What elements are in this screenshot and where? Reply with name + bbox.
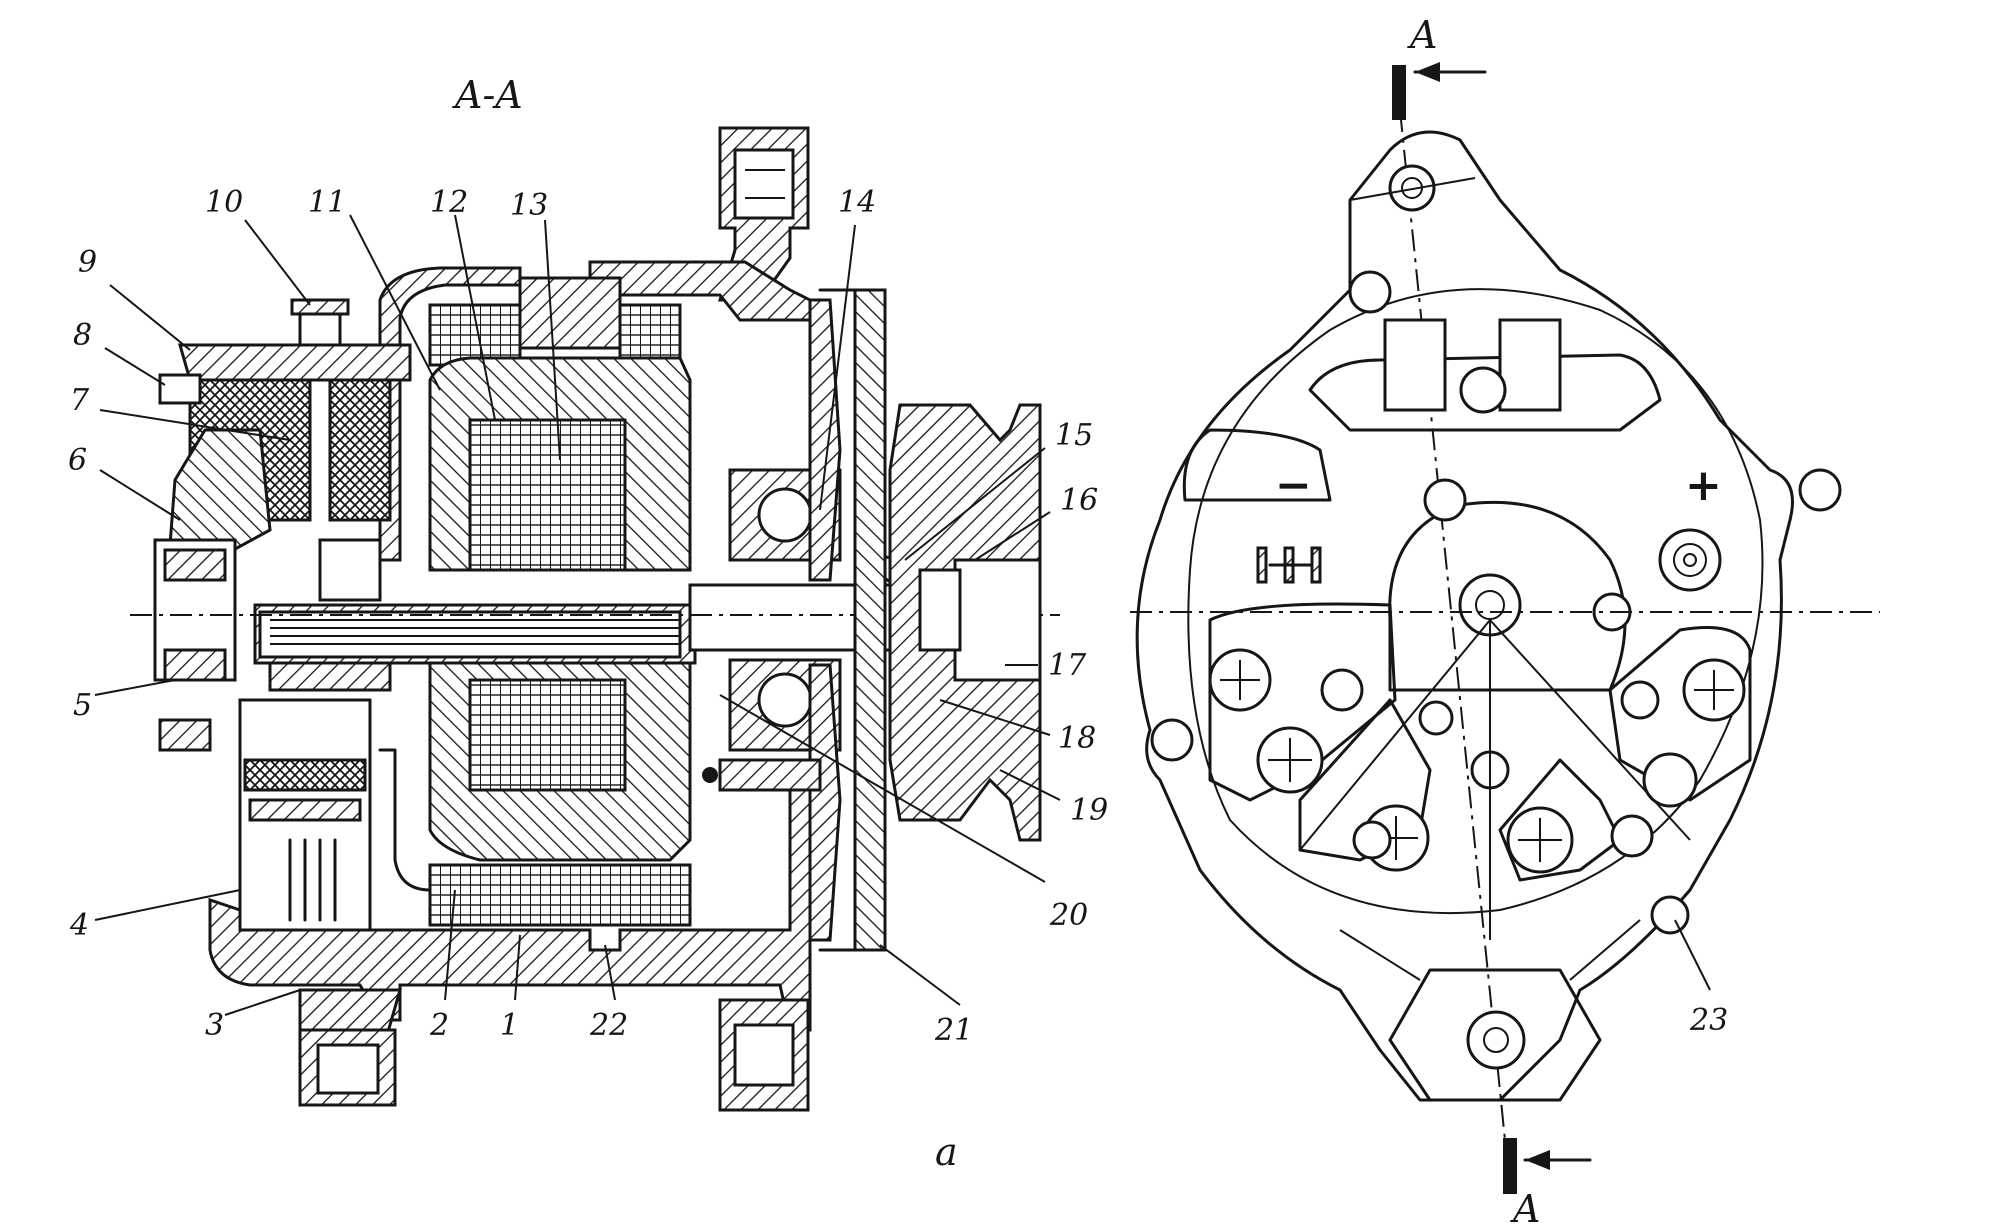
- plus-terminal-sign: +: [1685, 460, 1722, 511]
- section-title: A-A: [452, 73, 523, 117]
- callout-label: 2: [429, 1008, 449, 1043]
- callout-6: 6: [68, 443, 181, 521]
- callout-label: 22: [589, 1008, 628, 1043]
- callout-label: 1: [500, 1008, 519, 1043]
- callout-3: 3: [205, 989, 301, 1043]
- callout-label: 5: [73, 688, 92, 723]
- callout-label: 13: [510, 188, 548, 223]
- section-view: [130, 126, 1060, 1112]
- callout-22: 22: [589, 944, 628, 1043]
- callout-label: 17: [1048, 648, 1087, 683]
- callout-label: 18: [1058, 721, 1096, 756]
- minus-terminal-sign: −: [1275, 460, 1312, 511]
- callout-label: 7: [70, 383, 90, 418]
- callout-label: 9: [78, 245, 97, 280]
- callout-label: 6: [68, 443, 87, 478]
- callout-19: 19: [999, 769, 1108, 828]
- callout-5: 5: [73, 679, 176, 723]
- callout-label: 10: [205, 185, 243, 220]
- callout-15: 15: [904, 418, 1093, 561]
- callout-label: 12: [430, 185, 468, 220]
- callout-18: 18: [939, 699, 1096, 756]
- callout-label: 20: [1049, 898, 1088, 933]
- callout-20: 20: [719, 694, 1088, 933]
- callout-2: 2: [429, 889, 456, 1043]
- callout-1: 1: [500, 934, 521, 1043]
- callout-label: 23: [1689, 1003, 1728, 1038]
- callout-label: 16: [1060, 483, 1098, 518]
- callout-14: 14: [819, 185, 876, 511]
- callout-label: 14: [838, 185, 876, 220]
- callout-label: 19: [1070, 793, 1108, 828]
- callout-label: 15: [1055, 418, 1093, 453]
- section-mark-top: A: [1407, 13, 1437, 57]
- callout-label: 11: [308, 185, 346, 220]
- callout-17: 17: [1005, 648, 1087, 683]
- callout-21: 21: [879, 944, 973, 1048]
- callout-label: 21: [934, 1013, 973, 1048]
- callout-label: 3: [205, 1008, 224, 1043]
- callout-8: 8: [73, 318, 166, 386]
- callout-13: 13: [510, 188, 561, 461]
- callout-label: 8: [73, 318, 92, 353]
- callout-23: 23: [1674, 919, 1728, 1038]
- callout-4: 4: [69, 889, 241, 943]
- callout-7: 7: [70, 383, 291, 441]
- callout-16: 16: [974, 483, 1098, 561]
- callout-12: 12: [430, 185, 496, 421]
- subfigure-label: a: [935, 1130, 958, 1174]
- callout-9: 9: [78, 245, 191, 351]
- callout-11: 11: [308, 185, 441, 391]
- end-view: [1130, 62, 1880, 1194]
- section-mark-bottom: A: [1510, 1187, 1540, 1226]
- callout-10: 10: [205, 185, 311, 306]
- callout-label: 4: [69, 908, 89, 943]
